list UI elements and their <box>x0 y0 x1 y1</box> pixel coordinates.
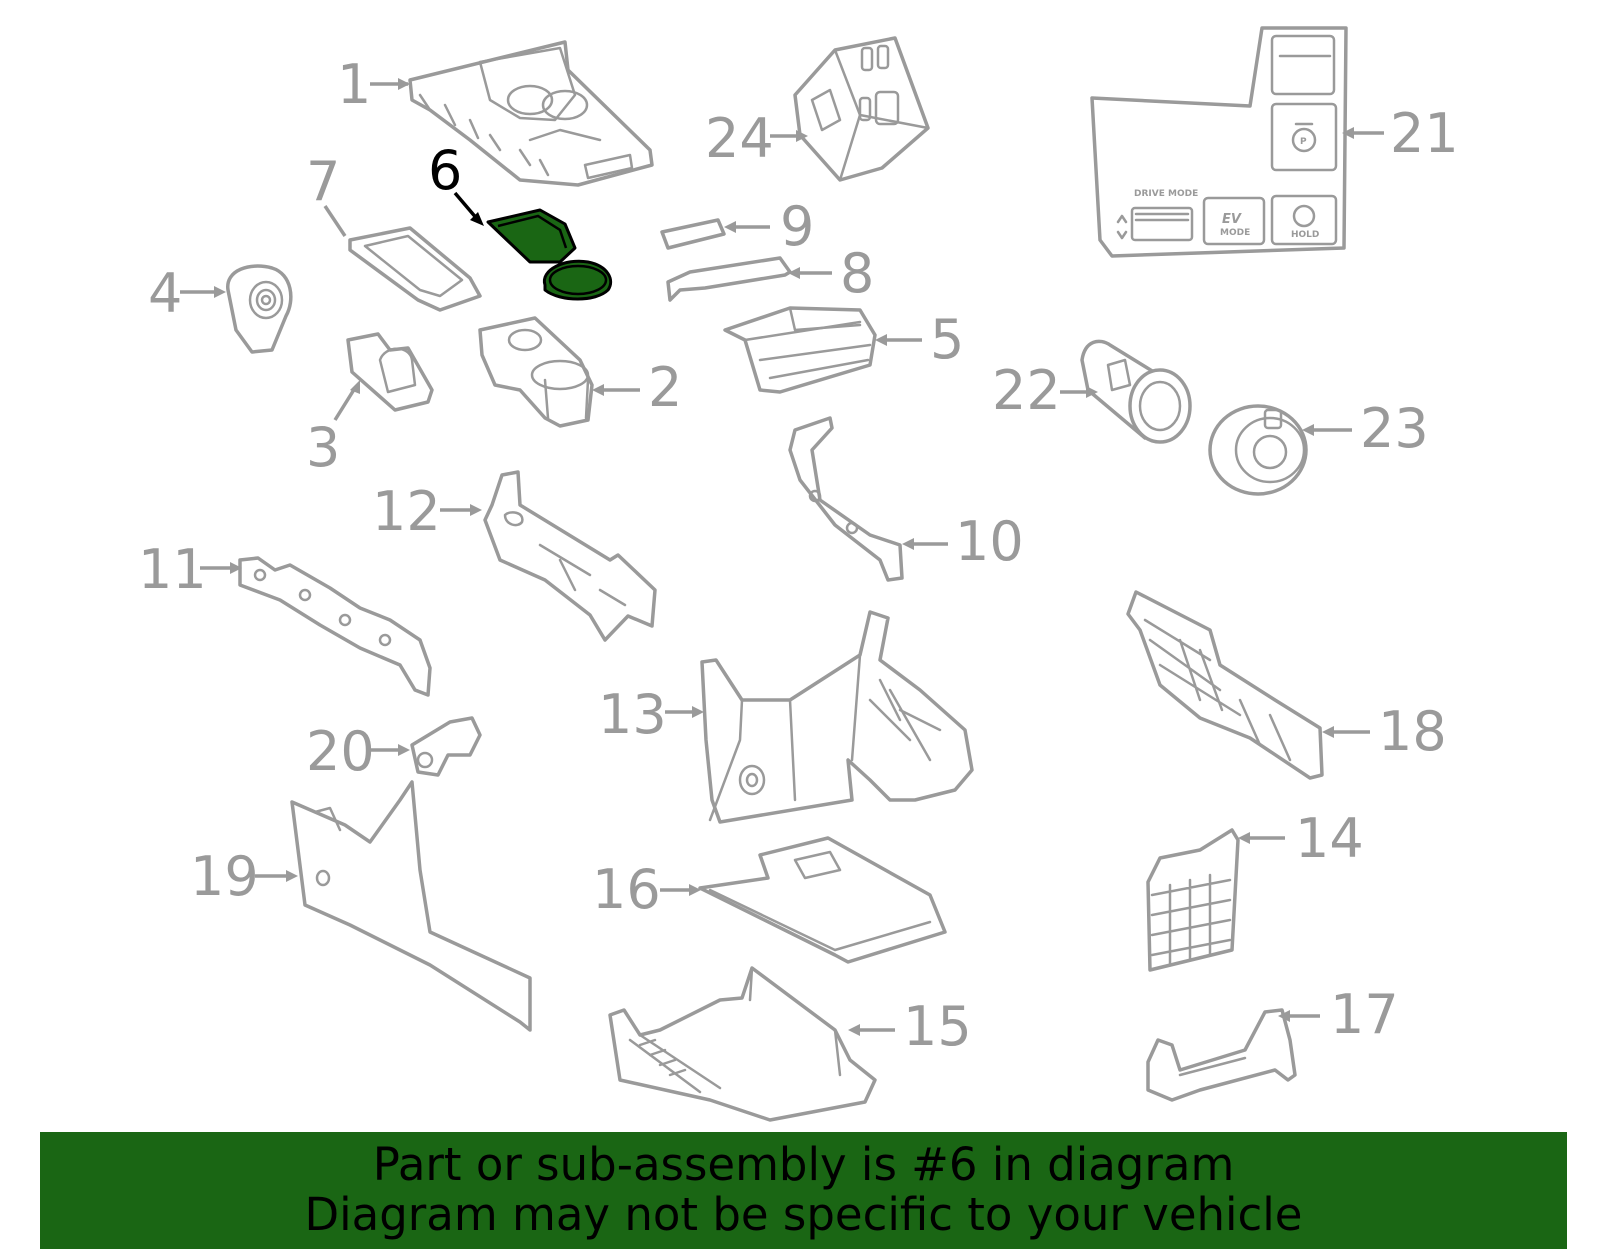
callout-3: 3 <box>306 416 340 479</box>
callout-12: 12 <box>372 480 441 543</box>
callout-9: 9 <box>780 195 814 258</box>
callout-15: 15 <box>903 995 972 1058</box>
arrow-7 <box>323 205 347 237</box>
drive-mode-label: DRIVE MODE <box>1134 189 1198 199</box>
part-21: P HOLD EV MODE DRIVE MODE <box>1090 26 1348 258</box>
park-label: P <box>1300 137 1307 147</box>
callout-8: 8 <box>840 242 874 305</box>
callout-23: 23 <box>1360 397 1429 460</box>
callout-13: 13 <box>598 683 667 746</box>
callout-18: 18 <box>1378 700 1447 763</box>
arrow-6 <box>453 191 480 222</box>
part-16 <box>698 836 947 964</box>
callout-6: 6 <box>428 139 462 202</box>
callout-4: 4 <box>148 262 182 325</box>
part-6-highlighted[interactable] <box>486 208 613 301</box>
banner-line-1: Part or sub-assembly is #6 in diagram <box>372 1138 1235 1191</box>
part-24 <box>793 36 930 182</box>
part-13 <box>700 610 974 824</box>
part-19 <box>290 780 532 1032</box>
part-3 <box>346 332 434 412</box>
ev-label: EV <box>1222 212 1242 227</box>
part-2 <box>478 316 594 428</box>
callout-17: 17 <box>1330 983 1399 1046</box>
part-17 <box>1146 1008 1297 1102</box>
part-1 <box>408 40 654 187</box>
part-5 <box>723 306 877 394</box>
callout-1: 1 <box>337 53 371 116</box>
part-23 <box>1208 404 1308 496</box>
callout-2: 2 <box>648 356 682 419</box>
part-7 <box>348 226 482 312</box>
callout-5: 5 <box>930 308 964 371</box>
part-4 <box>226 264 293 354</box>
info-banner: Part or sub-assembly is #6 in diagram Di… <box>40 1132 1567 1249</box>
mode-label: MODE <box>1220 228 1250 238</box>
callout-22: 22 <box>992 359 1061 422</box>
part-10 <box>788 416 904 582</box>
arrow-3 <box>333 387 357 421</box>
part-11 <box>238 556 432 697</box>
part-12 <box>483 470 657 642</box>
callout-14: 14 <box>1295 807 1364 870</box>
callout-7: 7 <box>306 150 340 213</box>
part-14 <box>1146 828 1240 972</box>
callout-20: 20 <box>306 720 375 783</box>
part-18 <box>1126 590 1324 780</box>
callout-24: 24 <box>705 107 774 170</box>
part-20 <box>410 716 482 777</box>
callout-21: 21 <box>1390 102 1459 165</box>
callout-11: 11 <box>138 538 207 601</box>
hold-label: HOLD <box>1291 230 1319 240</box>
banner-line-2: Diagram may not be specific to your vehi… <box>304 1188 1303 1241</box>
part-9 <box>660 218 726 250</box>
callout-16: 16 <box>592 858 661 921</box>
part-22 <box>1080 339 1192 444</box>
part-15 <box>608 966 877 1122</box>
part-8 <box>666 256 792 302</box>
callout-19: 19 <box>190 845 259 908</box>
callout-10: 10 <box>955 510 1024 573</box>
